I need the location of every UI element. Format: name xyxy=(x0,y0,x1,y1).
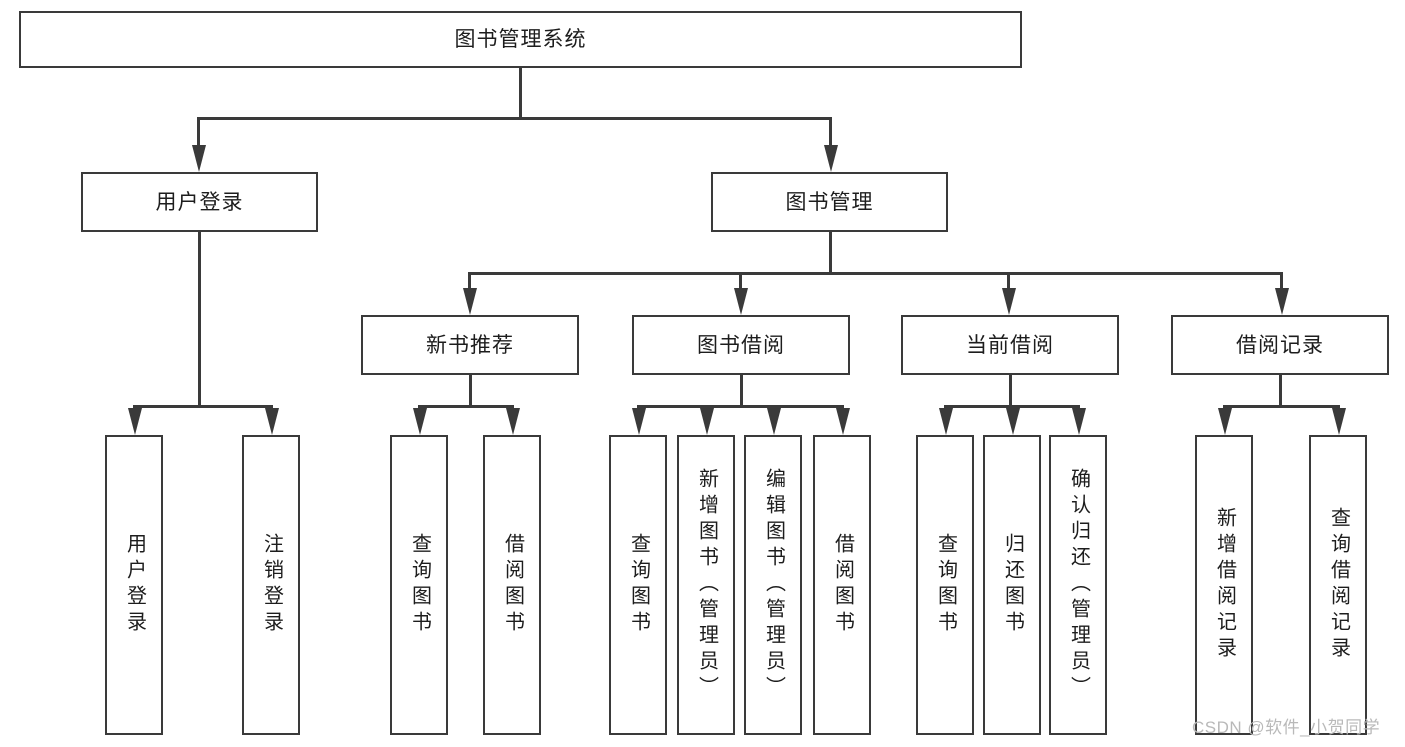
connector-to-book-manage xyxy=(829,117,832,147)
arrowhead-leaf-brw-edit xyxy=(766,408,781,435)
connector-user-login-leaf2 xyxy=(270,405,273,410)
arrowhead-leaf-rec-search xyxy=(1331,408,1346,435)
leaf-rec-borrow-book[interactable]: 借阅图书 xyxy=(483,435,541,735)
node-user-login[interactable]: 用户登录 xyxy=(81,172,318,232)
connector-book-manage-bus xyxy=(468,272,1280,275)
arrowhead-leaf-cur-return xyxy=(1005,408,1020,435)
connector-to-user-login xyxy=(197,117,200,147)
node-new-book-rec-label: 新书推荐 xyxy=(426,333,514,357)
connector-book-borrow-stem xyxy=(740,375,743,405)
arrowhead-book-manage xyxy=(823,145,838,172)
connector-to-borrow-record xyxy=(1280,272,1283,290)
leaf-brw-query-book-label: 查询图书 xyxy=(627,533,650,637)
node-book-borrow[interactable]: 图书借阅 xyxy=(632,315,850,375)
arrowhead-new-book-rec xyxy=(462,288,477,315)
leaf-rec-borrow-book-label: 借阅图书 xyxy=(501,533,524,637)
arrowhead-leaf-brw-borrow xyxy=(835,408,850,435)
leaf-cur-return-book-label: 归还图书 xyxy=(1001,533,1024,637)
node-book-manage[interactable]: 图书管理 xyxy=(711,172,948,232)
connector-user-login-leaf1 xyxy=(133,405,136,410)
connector-root-stem xyxy=(519,68,522,117)
leaf-record-add[interactable]: 新增借阅记录 xyxy=(1195,435,1253,735)
leaf-cur-confirm-return[interactable]: 确认归还（管理员） xyxy=(1049,435,1107,735)
node-root[interactable]: 图书管理系统 xyxy=(19,11,1022,68)
node-user-login-label: 用户登录 xyxy=(155,190,244,214)
connector-user-login-bus xyxy=(133,405,272,408)
connector-cb-leaf3 xyxy=(1077,405,1080,410)
leaf-record-add-label: 新增借阅记录 xyxy=(1213,507,1236,663)
node-book-borrow-label: 图书借阅 xyxy=(697,333,785,357)
connector-to-new-book-rec xyxy=(468,272,471,290)
node-root-label: 图书管理系统 xyxy=(454,28,587,51)
connector-nbr-leaf1 xyxy=(418,405,421,410)
connector-book-manage-stem xyxy=(829,232,832,272)
connector-cb-leaf1 xyxy=(944,405,947,410)
node-current-borrow-label: 当前借阅 xyxy=(966,333,1054,357)
arrowhead-leaf-rec-query xyxy=(412,408,427,435)
connector-bb-leaf4 xyxy=(841,405,844,410)
node-borrow-record-label: 借阅记录 xyxy=(1236,333,1324,357)
leaf-brw-borrow-book[interactable]: 借阅图书 xyxy=(813,435,871,735)
leaf-brw-borrow-book-label: 借阅图书 xyxy=(831,533,854,637)
csdn-watermark: CSDN @软件_小贺同学 xyxy=(1192,718,1381,737)
arrowhead-leaf-user-login xyxy=(127,408,142,435)
leaf-user-login[interactable]: 用户登录 xyxy=(105,435,163,735)
leaf-brw-edit-book-label: 编辑图书（管理员） xyxy=(762,468,785,702)
arrowhead-leaf-brw-query xyxy=(631,408,646,435)
leaf-cur-query-book[interactable]: 查询图书 xyxy=(916,435,974,735)
arrowhead-leaf-rec-add xyxy=(1217,408,1232,435)
node-book-manage-label: 图书管理 xyxy=(785,190,874,214)
leaf-cur-query-book-label: 查询图书 xyxy=(934,533,957,637)
arrowhead-book-borrow xyxy=(733,288,748,315)
leaf-rec-query-book-label: 查询图书 xyxy=(408,533,431,637)
arrowhead-leaf-user-logout xyxy=(264,408,279,435)
connector-borrow-record-bus xyxy=(1223,405,1339,408)
arrowhead-leaf-cur-query xyxy=(938,408,953,435)
leaf-brw-add-book-label: 新增图书（管理员） xyxy=(695,468,718,702)
leaf-brw-edit-book[interactable]: 编辑图书（管理员） xyxy=(744,435,802,735)
connector-to-current-borrow xyxy=(1007,272,1010,290)
connector-br-leaf1 xyxy=(1223,405,1226,410)
leaf-rec-query-book[interactable]: 查询图书 xyxy=(390,435,448,735)
connector-to-book-borrow xyxy=(739,272,742,290)
arrowhead-leaf-brw-add xyxy=(699,408,714,435)
leaf-user-logout-label: 注销登录 xyxy=(260,533,283,637)
connector-nbr-leaf2 xyxy=(511,405,514,410)
leaf-user-logout[interactable]: 注销登录 xyxy=(242,435,300,735)
connector-new-book-rec-stem xyxy=(469,375,472,405)
connector-borrow-record-stem xyxy=(1279,375,1282,405)
connector-root-bus xyxy=(197,117,831,120)
node-new-book-rec[interactable]: 新书推荐 xyxy=(361,315,579,375)
connector-bb-leaf1 xyxy=(637,405,640,410)
connector-br-leaf2 xyxy=(1337,405,1340,410)
connector-cb-leaf2 xyxy=(1011,405,1014,410)
connector-bb-leaf2 xyxy=(705,405,708,410)
connector-book-borrow-bus xyxy=(637,405,843,408)
node-borrow-record[interactable]: 借阅记录 xyxy=(1171,315,1389,375)
arrowhead-user-login xyxy=(191,145,206,172)
leaf-user-login-label: 用户登录 xyxy=(123,533,146,637)
arrowhead-leaf-cur-confirm xyxy=(1071,408,1086,435)
arrowhead-current-borrow xyxy=(1001,288,1016,315)
leaf-brw-query-book[interactable]: 查询图书 xyxy=(609,435,667,735)
connector-new-book-rec-bus xyxy=(418,405,513,408)
connector-current-borrow-stem xyxy=(1009,375,1012,405)
leaf-brw-add-book[interactable]: 新增图书（管理员） xyxy=(677,435,735,735)
leaf-record-search-label: 查询借阅记录 xyxy=(1327,507,1350,663)
arrowhead-leaf-rec-borrow xyxy=(505,408,520,435)
arrowhead-borrow-record xyxy=(1274,288,1289,315)
leaf-cur-confirm-return-label: 确认归还（管理员） xyxy=(1067,468,1090,702)
leaf-record-search[interactable]: 查询借阅记录 xyxy=(1309,435,1367,735)
connector-user-login-stem xyxy=(198,232,201,405)
connector-bb-leaf3 xyxy=(772,405,775,410)
node-current-borrow[interactable]: 当前借阅 xyxy=(901,315,1119,375)
leaf-cur-return-book[interactable]: 归还图书 xyxy=(983,435,1041,735)
